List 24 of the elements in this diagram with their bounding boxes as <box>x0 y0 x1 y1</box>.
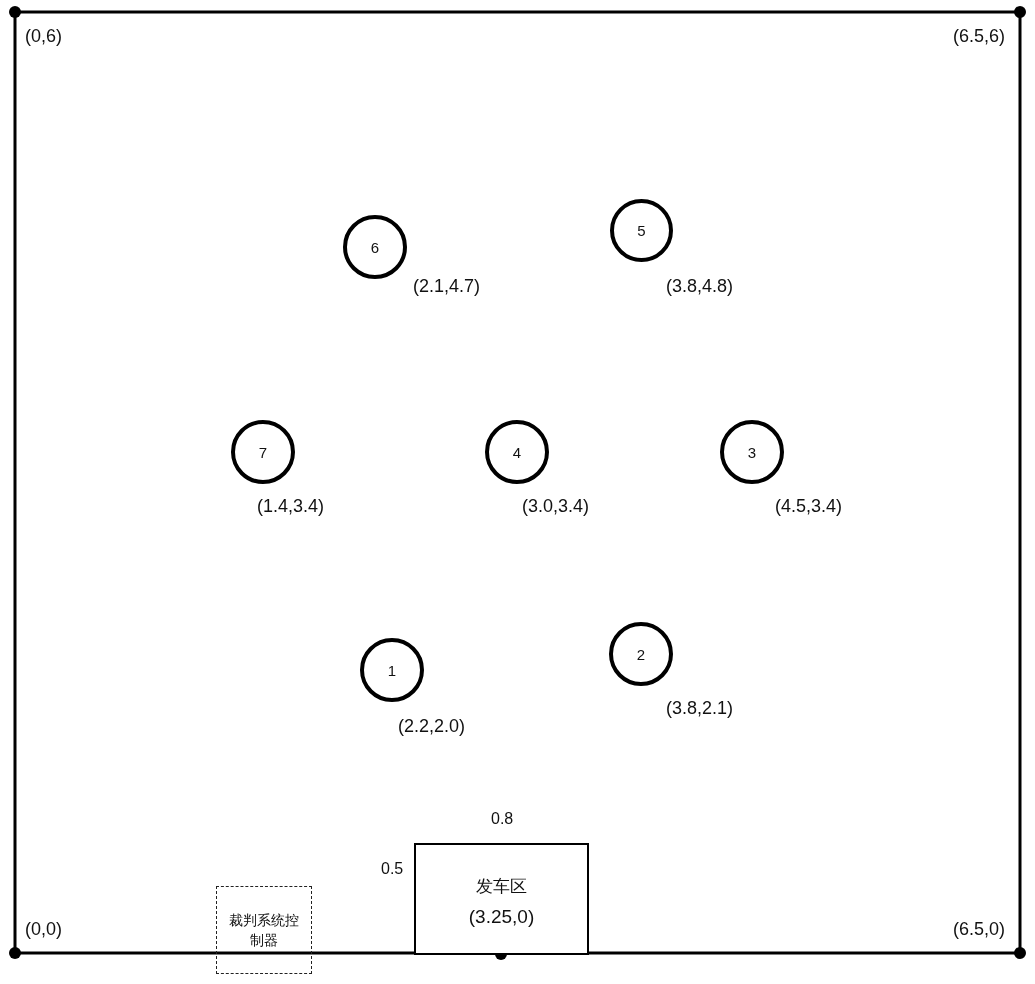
numbered-circle: 4 <box>485 420 549 484</box>
corner-label: (0,6) <box>25 27 62 45</box>
numbered-circle: 5 <box>610 199 673 262</box>
numbered-circle: 1 <box>360 638 424 702</box>
corner-label: (0,0) <box>25 920 62 938</box>
zone-title: 发车区 <box>476 875 527 898</box>
corner-label: (6.5,6) <box>953 27 1006 45</box>
numbered-circle: 2 <box>609 622 673 686</box>
coordinate-label: (4.5,3.4) <box>775 497 843 515</box>
coordinate-label: (3.25,0) <box>468 905 535 928</box>
coordinate-label: (3.8,4.8) <box>666 277 734 295</box>
coordinate-label: (1.4,3.4) <box>257 497 325 515</box>
controller-box: 裁判系统控制器 <box>216 886 312 974</box>
coordinate-label: (2.2,2.0) <box>398 717 466 735</box>
dimension-label: 0.8 <box>491 811 514 827</box>
numbered-circle: 3 <box>720 420 784 484</box>
numbered-circle: 6 <box>343 215 407 279</box>
coordinate-label: (3.8,2.1) <box>666 699 734 717</box>
numbered-circle: 7 <box>231 420 295 484</box>
coordinate-label: (3.0,3.4) <box>522 497 590 515</box>
corner-label: (6.5,0) <box>953 920 1006 938</box>
coordinate-label: (2.1,4.7) <box>413 277 481 295</box>
dimension-label: 0.5 <box>381 861 404 877</box>
start-zone-box <box>414 843 589 955</box>
